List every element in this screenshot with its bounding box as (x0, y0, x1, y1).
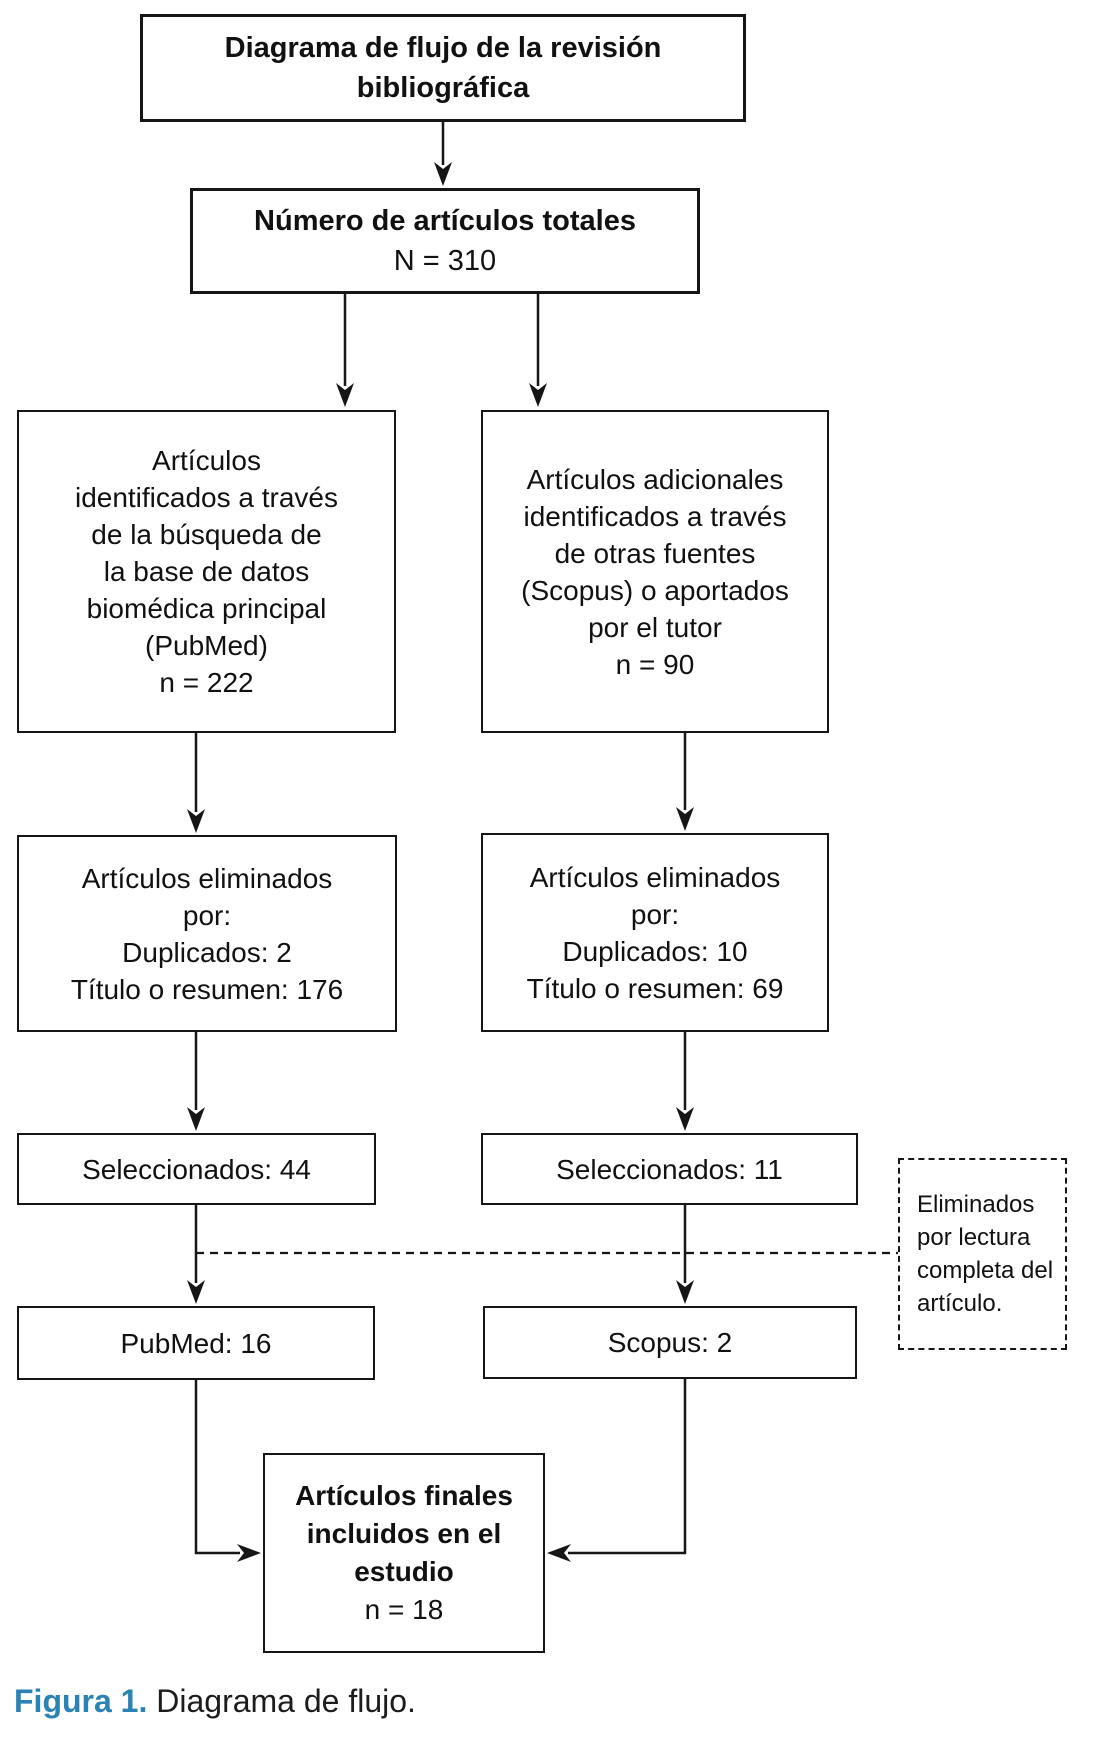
figure-caption-label: Figura 1. (14, 1683, 148, 1719)
total-articles-box: Número de artículos totales N = 310 (190, 188, 700, 294)
other-removed-text: Artículos eliminados por: Duplicados: 10… (526, 861, 784, 1004)
arrowhead-left-icon (547, 1544, 571, 1562)
arrowhead-down-icon (187, 1107, 205, 1131)
other-source-box: Artículos adicionales identificados a tr… (481, 410, 829, 733)
arrowhead-down-icon (336, 383, 354, 407)
pubmed-removed-box: Artículos eliminados por: Duplicados: 2 … (17, 835, 397, 1032)
arrowhead-down-icon (676, 1107, 694, 1131)
other-removed-box: Artículos eliminados por: Duplicados: 10… (481, 833, 829, 1032)
other-source-text: Artículos adicionales identificados a tr… (521, 463, 789, 680)
pubmed-count-text: PubMed: 16 (120, 1327, 272, 1359)
other-selected-text: Seleccionados: 11 (556, 1153, 783, 1185)
arrowhead-down-icon (187, 1280, 205, 1304)
arrowhead-down-icon (434, 162, 452, 186)
pubmed-count-box: PubMed: 16 (17, 1306, 375, 1380)
pubmed-selected-text: Seleccionados: 44 (82, 1153, 311, 1185)
arrow-pubmed-count-to-final (194, 1380, 240, 1555)
arrowhead-down-icon (529, 383, 547, 407)
figure-caption-text: Diagrama de flujo. (147, 1683, 416, 1719)
other-selected-box: Seleccionados: 11 (481, 1133, 858, 1205)
fulltext-removed-text: Eliminados por lectura completa del artí… (917, 1191, 1054, 1317)
arrowhead-down-icon (676, 807, 694, 831)
arrowhead-right-icon (237, 1544, 261, 1562)
pubmed-selected-box: Seleccionados: 44 (17, 1133, 376, 1205)
scopus-count-box: Scopus: 2 (483, 1306, 857, 1379)
pubmed-removed-text: Artículos eliminados por: Duplicados: 2 … (70, 862, 344, 1005)
figure-caption: Figura 1. Diagrama de flujo. (14, 1682, 416, 1720)
scopus-count-text: Scopus: 2 (607, 1327, 733, 1358)
pubmed-source-box: Artículos identificados a través de la b… (17, 410, 396, 733)
arrow-scopus-count-to-final (568, 1379, 687, 1555)
fulltext-removed-note: Eliminados por lectura completa del artí… (898, 1158, 1067, 1350)
final-articles-title: Artículos finales incluidos en el estudi… (295, 1480, 513, 1587)
title-box-text: Diagrama de flujo de la revisión bibliog… (224, 32, 662, 104)
pubmed-source-text: Artículos identificados a través de la b… (74, 445, 339, 698)
final-articles-box: Artículos finales incluidos en el estudi… (263, 1453, 545, 1653)
total-articles-title: Número de artículos totales (254, 205, 636, 237)
total-articles-count: N = 310 (393, 245, 497, 277)
final-articles-count: n = 18 (364, 1594, 444, 1625)
arrowhead-down-icon (676, 1280, 694, 1304)
arrowhead-down-icon (187, 809, 205, 833)
title-box: Diagrama de flujo de la revisión bibliog… (140, 14, 746, 122)
